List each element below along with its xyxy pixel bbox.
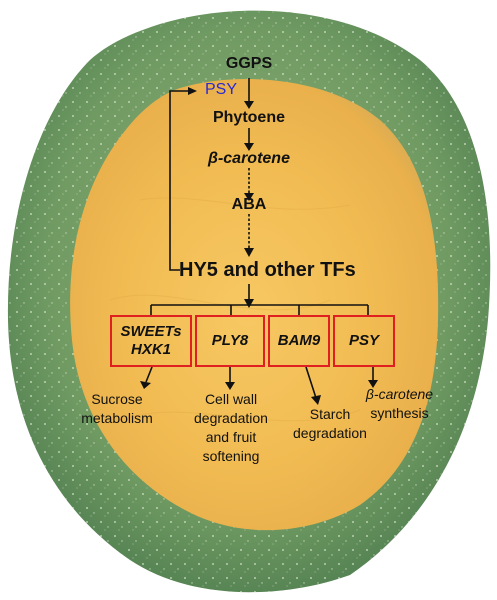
gene-label: BAM9 <box>277 332 321 349</box>
node-hy5-tfs: HY5 and other TFs <box>179 259 356 281</box>
effect-line: degradation <box>293 425 367 441</box>
gene-label: HXK1 <box>130 341 171 358</box>
node-ggps: GGPS <box>225 55 273 72</box>
gene-box-bam9: BAM9 <box>268 315 330 367</box>
effect-line: Sucrose <box>91 391 143 407</box>
effect-line: synthesis <box>370 405 429 421</box>
node-beta-carotene: β-carotene <box>208 150 290 167</box>
effect-line: metabolism <box>81 410 153 426</box>
effect-beta-carotene-synthesis: β-carotene synthesis <box>352 385 447 423</box>
effect-sucrose-metabolism: Sucrose metabolism <box>62 390 172 428</box>
node-psy-regulator: PSY <box>204 81 237 98</box>
gene-box-psy: PSY <box>333 315 395 367</box>
gene-box-ply8: PLY8 <box>195 315 265 367</box>
gene-label: PLY8 <box>211 332 249 349</box>
effect-line: degradation <box>194 410 268 426</box>
effect-cell-wall-degradation: Cell wall degradation and fruit softenin… <box>176 390 286 466</box>
gene-box-sweets-hxk1: SWEETs HXK1 <box>110 315 192 367</box>
effect-line: softening <box>202 448 260 464</box>
effect-line: β-carotene <box>365 386 434 402</box>
effect-line: and fruit <box>205 429 257 445</box>
effect-line: Cell wall <box>204 391 258 407</box>
effect-starch-degradation: Starch degradation <box>280 405 380 443</box>
node-aba: ABA <box>231 196 267 213</box>
gene-label: SWEETs <box>120 323 182 340</box>
gene-label: PSY <box>348 332 379 349</box>
node-phytoene: Phytoene <box>212 109 285 126</box>
effect-line: Starch <box>309 406 351 422</box>
